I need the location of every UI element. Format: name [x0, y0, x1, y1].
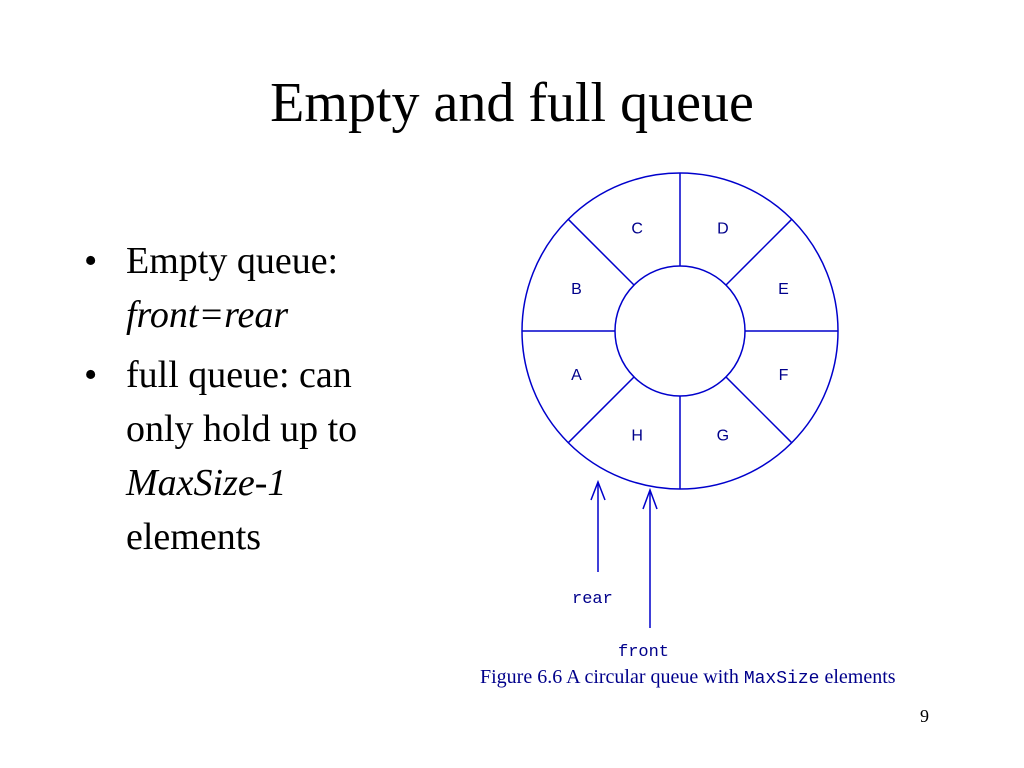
bullet-empty-queue: • Empty queue: front=rear [84, 234, 424, 342]
caption-prefix: Figure 6.6 A circular queue with [480, 666, 744, 688]
figure-caption: Figure 6.6 A circular queue with MaxSize… [480, 666, 960, 689]
bullet-icon: • [84, 240, 98, 282]
inner-ring [614, 265, 746, 397]
page-number: 9 [920, 706, 929, 726]
bullet-line: only hold up to [126, 408, 358, 450]
rear-label: rear [572, 590, 613, 609]
slot-divider [567, 218, 635, 286]
bullet-line: MaxSize-1 [126, 462, 287, 504]
slot-label: F [779, 367, 789, 384]
circular-queue-diagram: C D E F G H A B rear front [521, 172, 839, 662]
bullet-line: elements [126, 516, 262, 558]
slot-label: G [717, 428, 729, 445]
slot-label: E [778, 281, 789, 298]
slot-label: C [631, 221, 643, 238]
rear-arrow [590, 479, 606, 572]
front-arrow [642, 487, 658, 628]
front-label: front [618, 643, 669, 662]
bullet-icon: • [84, 354, 98, 396]
bullet-list: • Empty queue: front=rear • full queue: … [84, 234, 424, 570]
slot-label: B [571, 281, 582, 298]
slot-divider [725, 376, 793, 444]
slide-title: Empty and full queue [270, 72, 754, 134]
rear-arrow-head [590, 479, 606, 501]
slot-label: D [717, 221, 729, 238]
slot-divider [725, 218, 793, 286]
bullet-full-queue: • full queue: can only hold up to MaxSiz… [84, 348, 424, 564]
caption-suffix: elements [819, 666, 896, 688]
bullet-line: full queue: can [126, 354, 352, 396]
slot-divider [567, 376, 635, 444]
bullet-line: Empty queue: [126, 240, 339, 282]
bullet-line: front=rear [126, 294, 289, 336]
caption-code: MaxSize [743, 669, 820, 689]
circular-queue-figure: C D E F G H A B rear front [470, 160, 970, 700]
slot-label: H [631, 428, 643, 445]
front-arrow-head [642, 487, 658, 510]
slot-label: A [571, 367, 582, 384]
